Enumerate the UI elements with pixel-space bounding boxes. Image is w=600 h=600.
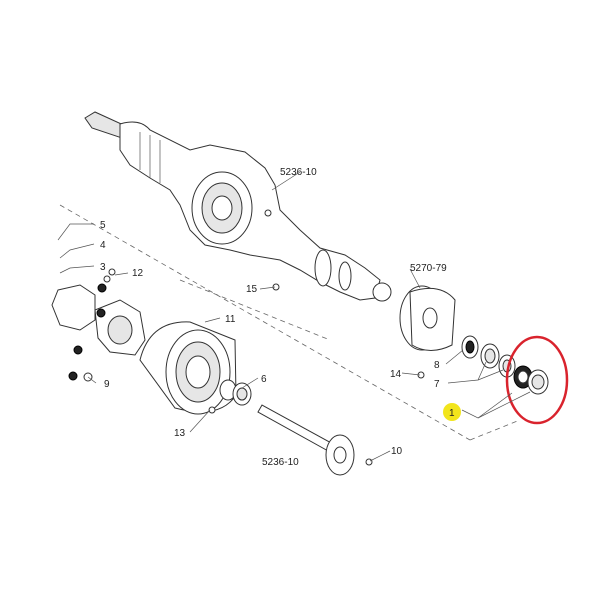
part-1-badge <box>443 403 461 421</box>
seal-ring-8 <box>461 335 479 359</box>
label-part-12: 12 <box>132 268 144 279</box>
label-part-8: 8 <box>434 360 440 371</box>
assembly-guide-lines <box>59 204 521 441</box>
bearing-7a <box>480 343 500 369</box>
label-part-13: 13 <box>174 428 186 439</box>
hub-carrier <box>51 284 146 356</box>
label-part-14: 14 <box>390 369 402 380</box>
brake-drum <box>139 321 237 415</box>
label-part-4: 4 <box>100 240 106 251</box>
label-part-15: 15 <box>246 284 258 295</box>
bearing-6 <box>219 379 252 406</box>
label-part-5: 5 <box>100 220 106 231</box>
label-part-1: 1 <box>449 408 455 419</box>
studs <box>68 275 111 382</box>
label-part-10: 10 <box>391 446 403 457</box>
label-axle-top: 5236-10 <box>280 167 317 178</box>
label-part-11: 11 <box>225 314 236 325</box>
leader-lines <box>57 171 531 462</box>
axle-housing <box>84 111 392 302</box>
label-part-9: 9 <box>104 379 110 390</box>
axle-shaft <box>257 404 355 476</box>
bearing-part-1 <box>513 365 549 395</box>
label-part-3: 3 <box>100 262 106 273</box>
label-part-7: 7 <box>434 379 440 390</box>
label-shaft: 5236-10 <box>262 457 299 468</box>
label-part-6: 6 <box>261 374 267 385</box>
brake-assembly <box>399 285 456 351</box>
highlight-circle <box>505 335 569 425</box>
label-brake: 5270-79 <box>410 263 447 274</box>
